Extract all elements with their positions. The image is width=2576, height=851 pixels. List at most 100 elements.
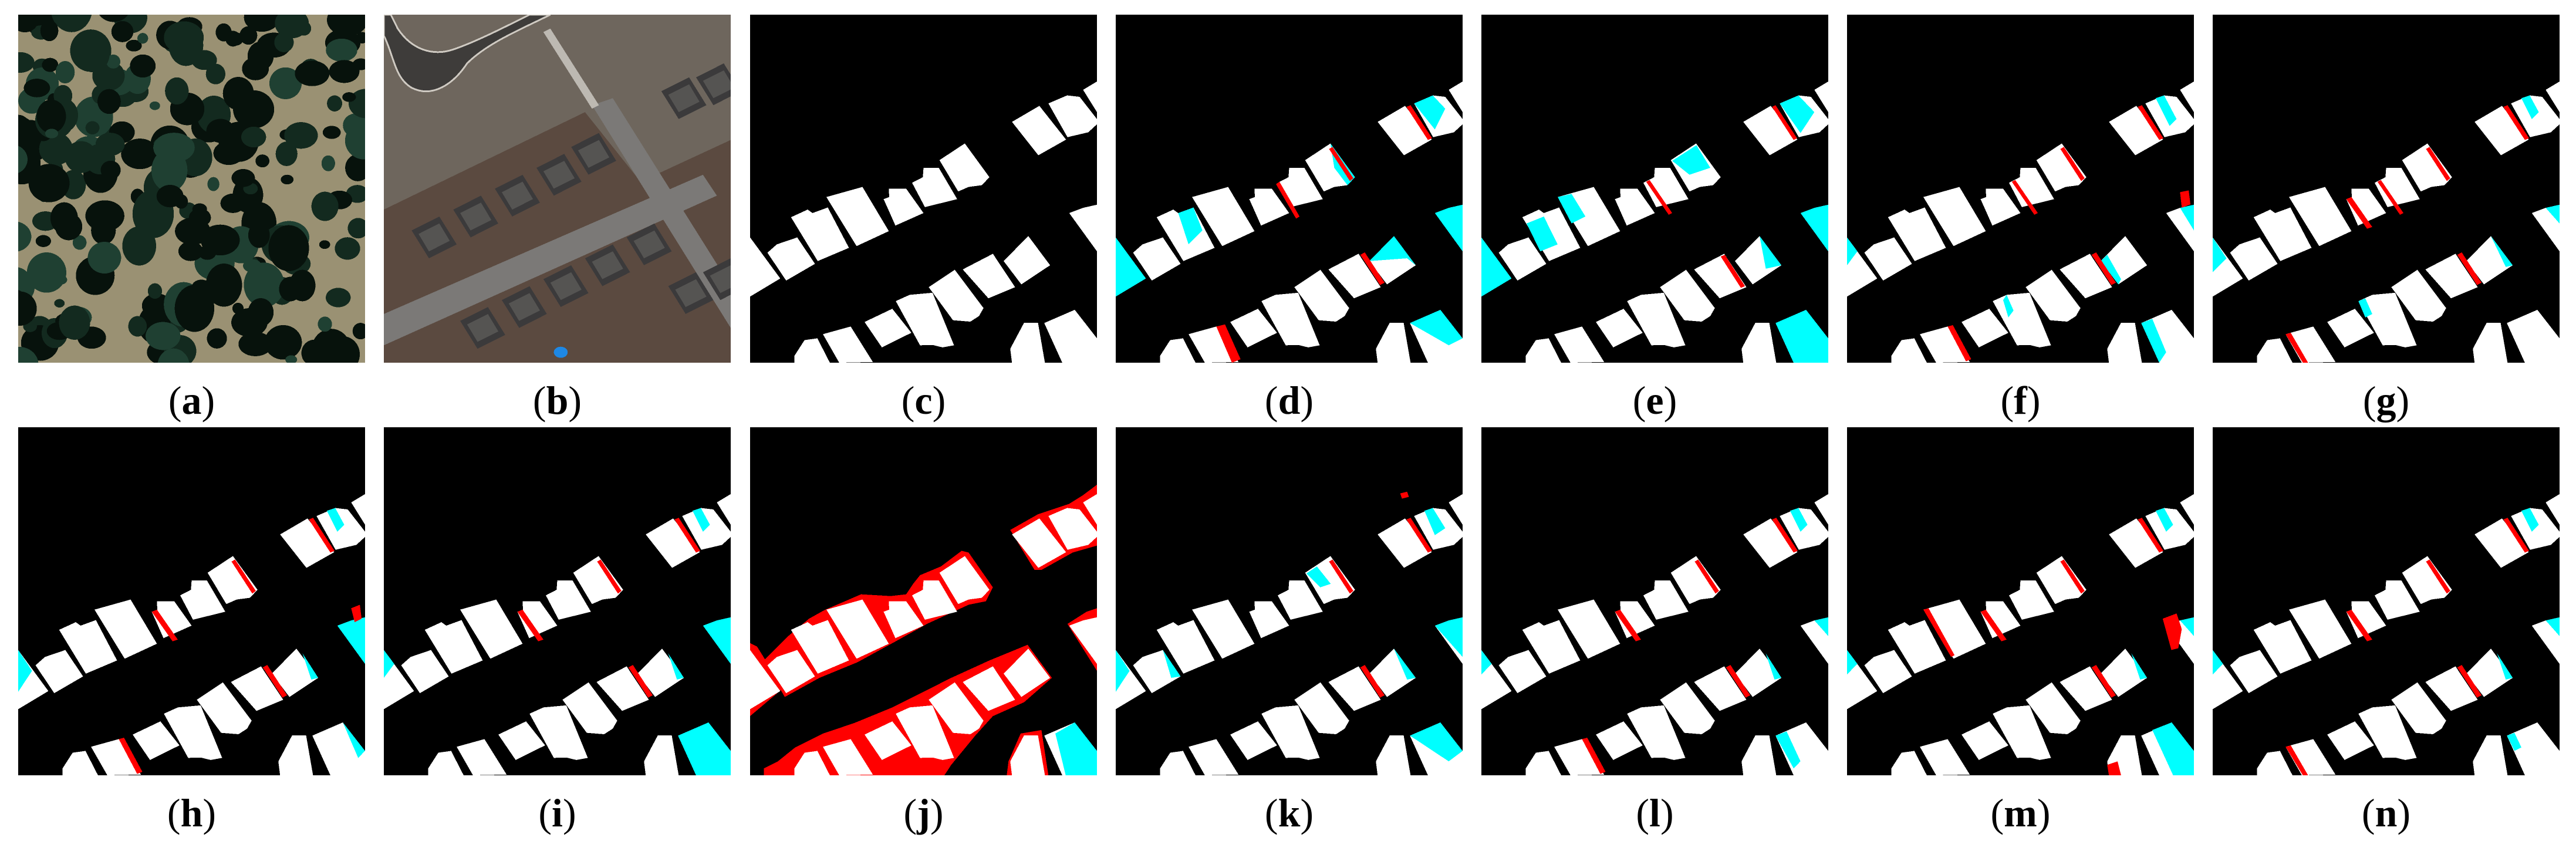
false-positive-region (1980, 609, 2007, 641)
building-footprint (2060, 254, 2112, 299)
missed-building-region (1369, 236, 1416, 265)
panel-n (2213, 427, 2560, 775)
missed-building-region (1765, 653, 1782, 680)
false-positive-region (2503, 518, 2529, 553)
building-footprint (750, 650, 781, 710)
cross-street (592, 98, 731, 328)
false-positive-region (1216, 324, 1241, 363)
close-paren: ) (2037, 791, 2051, 835)
building-footprint (1189, 739, 1239, 775)
missed-building-region (2155, 508, 2173, 532)
missed-building-region (2497, 653, 2513, 680)
segmentation-result-mask (1116, 427, 1463, 775)
building-footprint (791, 620, 849, 674)
building-footprint (1277, 167, 1323, 207)
false-positive-region (2503, 105, 2529, 140)
panel-f (1847, 15, 2194, 363)
missed-building-region (1116, 237, 1146, 297)
building-footprint (2253, 620, 2312, 674)
panel-m (1847, 427, 2194, 775)
missed-building-region (1847, 237, 1858, 265)
false-positive-region (674, 518, 700, 553)
open-paren: ( (532, 378, 546, 423)
building-footprint (929, 269, 984, 322)
false-positive-region (1329, 147, 1353, 181)
building-footprint (896, 705, 954, 760)
label-letter: k (1278, 791, 1301, 835)
building-footprint (1012, 106, 1066, 156)
house-roof-light (550, 272, 582, 300)
label-letter: e (1646, 378, 1664, 423)
panel-l (1481, 427, 1828, 775)
close-paren: ) (568, 378, 582, 423)
building-footprint (2358, 292, 2417, 347)
building-footprint (2511, 508, 2560, 550)
open-paren: ( (168, 378, 182, 423)
false-positive-region (2091, 252, 2116, 285)
building-footprint (545, 580, 591, 620)
missed-building-region (2180, 204, 2194, 231)
false-positive-region (1360, 665, 1385, 698)
house-roof-light (543, 161, 575, 189)
missed-building-region (384, 650, 394, 678)
building-footprint (460, 599, 523, 659)
building-footprint (562, 682, 617, 735)
building-footprint (272, 649, 319, 697)
panel-i (384, 427, 731, 775)
false-positive-region (262, 665, 288, 698)
close-paren: ) (932, 378, 946, 423)
building-footprint (2230, 650, 2278, 694)
building-footprint (207, 556, 258, 605)
ground-truth-mask (750, 15, 1097, 363)
building-footprint (2145, 508, 2194, 550)
false-positive-region (2457, 665, 2482, 698)
missed-building-region (1481, 237, 1512, 297)
missed-building-region (1434, 204, 1463, 252)
building-footprint (2545, 81, 2560, 113)
missed-building-region (703, 617, 731, 664)
false-positive-region (1772, 105, 1797, 140)
building-footprint (1735, 649, 1782, 697)
close-paren: ) (2027, 378, 2041, 423)
building-footprint (1741, 322, 1777, 363)
panel-label-n: (n) (2213, 789, 2560, 836)
missed-building-region (1434, 617, 1463, 657)
missed-building-region (1558, 194, 1586, 224)
missed-building-region (1393, 649, 1416, 680)
building-footprint (644, 735, 679, 775)
building-footprint (151, 601, 192, 639)
building-footprint (1888, 207, 1946, 261)
building-footprint (2391, 682, 2446, 735)
building-footprint (1230, 721, 1277, 760)
panel-k (1116, 427, 1463, 775)
building-footprint (2374, 167, 2420, 207)
close-paren: ) (930, 791, 944, 835)
building-footprint (1596, 309, 1643, 347)
open-paren: ( (1990, 791, 2004, 835)
building-footprint (1328, 666, 1381, 711)
panel-j (750, 427, 1097, 775)
pool (553, 346, 568, 358)
panel-label-e: (e) (1481, 377, 1828, 424)
false-positive-region (1720, 255, 1746, 288)
building-footprint (794, 751, 830, 775)
building-footprint (498, 721, 545, 760)
panel-h (18, 427, 365, 775)
building-footprint (2025, 682, 2081, 735)
building-footprint (1192, 599, 1255, 659)
building-footprint (2109, 518, 2163, 568)
false-positive-region (2060, 559, 2085, 594)
close-paren: ) (2396, 378, 2410, 423)
open-paren: ( (2000, 378, 2014, 423)
missed-building-region (2131, 653, 2148, 680)
missed-building-region (2003, 295, 2014, 318)
missed-building-region (692, 508, 710, 532)
building-footprint (2025, 269, 2081, 322)
building-footprint (963, 254, 1015, 299)
false-positive-region (351, 605, 362, 623)
building-footprint (826, 599, 889, 659)
building-footprint (1277, 580, 1323, 620)
building-footprint (2474, 106, 2529, 156)
building-footprint (2180, 494, 2194, 525)
building-footprint (1775, 722, 1828, 775)
